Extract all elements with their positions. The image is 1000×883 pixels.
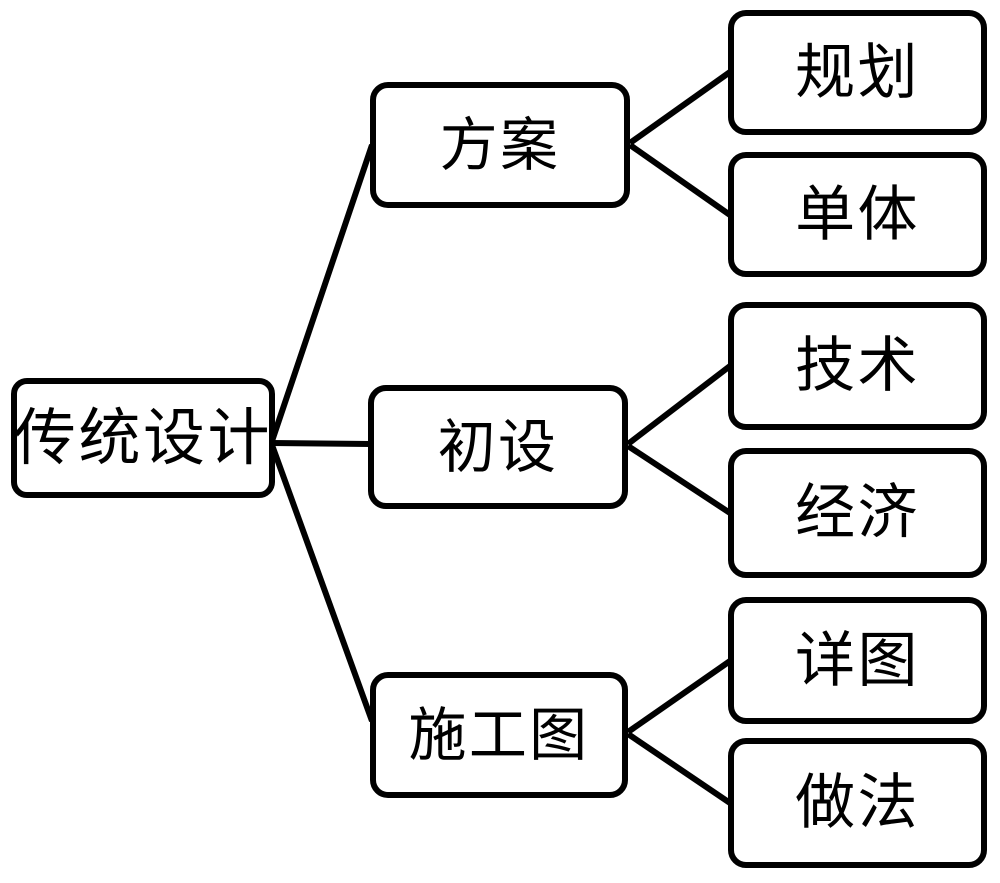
connector-fangan-to-guihua <box>628 69 732 146</box>
node-danti-label: 单体 <box>795 179 920 250</box>
connector-root-to-fangan <box>269 144 375 442</box>
node-chushe-label: 初设 <box>437 413 559 481</box>
node-danti[interactable]: 单体 <box>728 152 987 277</box>
node-guihua-label: 规划 <box>795 37 920 108</box>
node-jishu[interactable]: 技术 <box>728 302 987 430</box>
connector-fangan-to-danti <box>628 142 732 218</box>
node-jishu-label: 技术 <box>795 331 920 401</box>
node-guihua[interactable]: 规划 <box>728 10 987 135</box>
node-shigongtu-label: 施工图 <box>408 701 590 769</box>
node-xiangtu[interactable]: 详图 <box>728 597 987 724</box>
connector-chushe-to-jingji <box>626 443 732 516</box>
node-xiangtu-label: 详图 <box>795 625 920 696</box>
connector-chushe-to-jishu <box>626 363 732 447</box>
node-jingji-label: 经济 <box>795 478 920 548</box>
node-shigongtu[interactable]: 施工图 <box>370 672 628 798</box>
node-zuofa[interactable]: 做法 <box>728 738 987 868</box>
node-root-label: 传统设计 <box>14 401 272 474</box>
node-fangan[interactable]: 方案 <box>370 82 630 208</box>
node-fangan-label: 方案 <box>439 111 561 179</box>
node-zuofa-label: 做法 <box>795 768 920 838</box>
node-root[interactable]: 传统设计 <box>11 378 275 498</box>
connector-shigongtu-to-zuofa <box>626 731 732 806</box>
node-chushe[interactable]: 初设 <box>368 385 628 509</box>
node-jingji[interactable]: 经济 <box>728 448 987 578</box>
connector-shigongtu-to-xiangtu <box>626 658 732 735</box>
connector-root-to-chushe <box>271 440 371 447</box>
connector-root-to-shigongtu <box>269 443 375 723</box>
